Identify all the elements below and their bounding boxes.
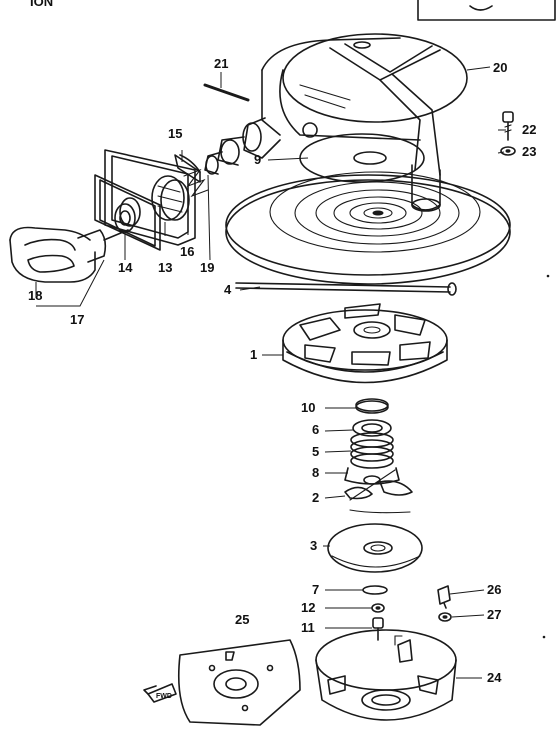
rope-reel	[282, 303, 448, 384]
callout-17: 17	[70, 312, 84, 327]
callout-8: 8	[312, 465, 319, 480]
callout-5: 5	[312, 444, 319, 459]
callout-11: 11	[301, 620, 315, 635]
callout-1: 1	[250, 347, 257, 362]
pin	[203, 83, 250, 102]
plate-washer	[362, 585, 388, 595]
part-callouts: 21 20 15 9 22 23 14 13 16 19 18 17 4 1 1…	[28, 56, 536, 685]
callout-20: 20	[493, 60, 507, 75]
starter-cup	[315, 629, 457, 721]
spacer-plate	[177, 639, 301, 726]
callout-21: 21	[214, 56, 228, 71]
starter-handle	[9, 226, 129, 283]
callout-26: 26	[487, 582, 501, 597]
front-direction-arrow: FWD	[143, 683, 177, 703]
handle-spring	[183, 168, 209, 198]
header-frame	[417, 0, 556, 21]
starter-case	[204, 33, 468, 212]
leader-lines	[35, 66, 506, 679]
callout-4: 4	[224, 282, 232, 297]
callout-6: 6	[312, 422, 319, 437]
handle-guide-plate	[94, 174, 161, 251]
callout-9: 9	[254, 152, 261, 167]
washer	[500, 146, 516, 156]
starter-rope	[235, 282, 457, 296]
callout-23: 23	[522, 144, 536, 159]
cup-screw	[437, 585, 451, 609]
callout-13: 13	[158, 260, 172, 275]
callout-7: 7	[312, 582, 319, 597]
callout-12: 12	[301, 600, 315, 615]
coil-spring	[350, 432, 394, 469]
callout-18: 18	[28, 288, 42, 303]
lock-washer	[371, 603, 385, 613]
header-partial-text: ION	[30, 0, 53, 9]
callout-3: 3	[310, 538, 317, 553]
front-marker-label: FWD	[156, 693, 172, 700]
callout-2: 2	[312, 490, 319, 505]
callout-25: 25	[235, 612, 249, 627]
drive-plate	[327, 523, 423, 573]
speck	[546, 274, 550, 278]
cup-washer	[438, 612, 452, 622]
recoil-spring	[225, 171, 511, 285]
ratchet-pawls	[344, 475, 413, 514]
callout-24: 24	[487, 670, 502, 685]
drive-plate-bolt	[372, 617, 384, 641]
callout-22: 22	[522, 122, 536, 137]
o-ring	[355, 398, 389, 414]
callout-15: 15	[168, 126, 182, 141]
spring-retainer	[352, 419, 392, 437]
guide-roller	[151, 175, 190, 221]
callout-19: 19	[200, 260, 214, 275]
callout-10: 10	[301, 400, 315, 415]
callout-14: 14	[118, 260, 133, 275]
callout-16: 16	[180, 244, 194, 259]
bolt	[502, 111, 514, 141]
callout-27: 27	[487, 607, 501, 622]
speck	[542, 635, 546, 639]
guide-gasket	[104, 149, 196, 246]
